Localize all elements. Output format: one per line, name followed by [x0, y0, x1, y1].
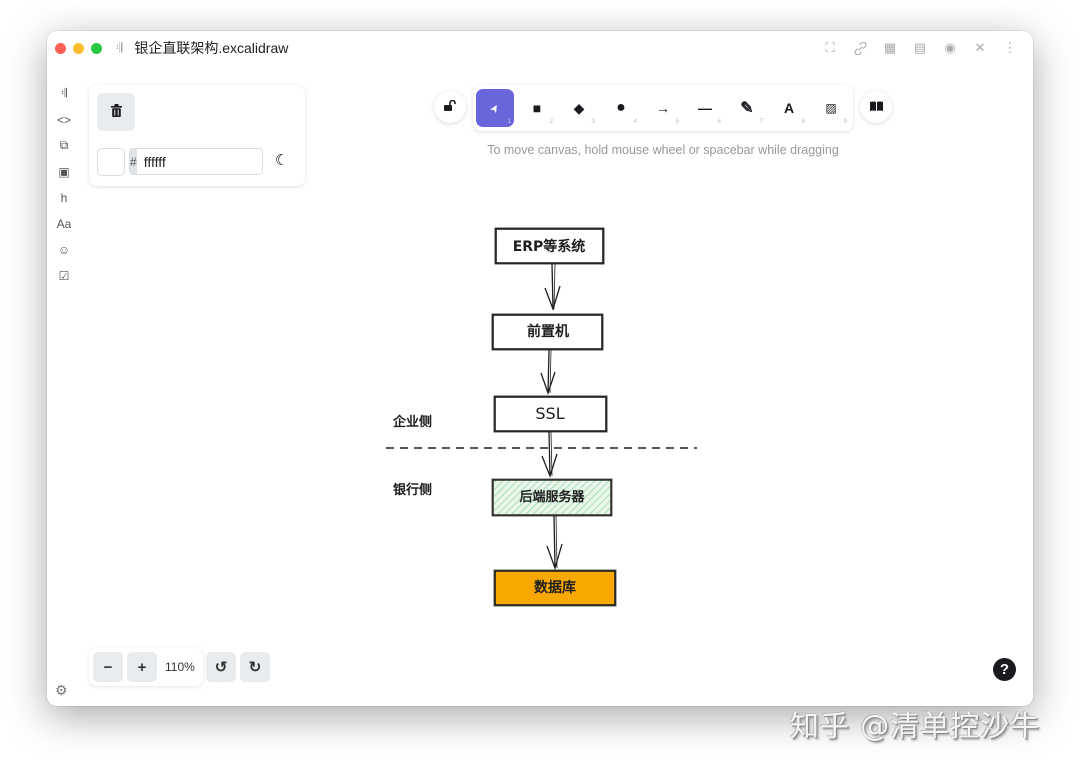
play-icon[interactable]: ◉	[944, 40, 956, 55]
save-icon[interactable]: ▤	[913, 40, 927, 55]
node-ssl-label: SSL	[535, 404, 564, 423]
zoom-out-button[interactable]: −	[93, 652, 123, 682]
book-icon	[869, 101, 883, 114]
node-backend-label: 后端服务器	[519, 489, 585, 505]
emoji-icon[interactable]: ☺	[57, 242, 71, 257]
pencil-icon: ✎	[740, 100, 754, 117]
traffic-lights	[55, 42, 102, 54]
help-button[interactable]: ?	[993, 658, 1016, 681]
node-database[interactable]: 数据库	[493, 569, 617, 607]
pencil-tool[interactable]: ✎7	[740, 100, 763, 125]
hex-prefix: #	[130, 149, 137, 174]
text-icon: A	[783, 100, 795, 116]
sidebar: 𝄇 <> ⧉ ▣ h Aa ☺ ☑	[53, 84, 75, 285]
node-frontend-label: 前置机	[527, 323, 569, 340]
title-bar: 𝄇 银企直联架构.excalidraw ⛶ ▦ ▤ ◉ ✕ ⋮	[47, 31, 1033, 65]
arrow-frontend-to-ssl[interactable]	[540, 349, 556, 396]
watermark: 知乎 @清单控沙牛	[790, 709, 1041, 743]
zoom-level[interactable]: 110%	[165, 660, 195, 674]
node-ssl[interactable]: SSL	[493, 395, 608, 433]
library-button[interactable]	[860, 91, 892, 123]
diamond-tool[interactable]: ◆3	[573, 99, 595, 126]
settings-gear-icon[interactable]: ⚙	[55, 682, 68, 698]
arrow-tool[interactable]: →5	[656, 100, 679, 125]
calendar-icon[interactable]: ☑	[58, 268, 70, 283]
fullscreen-icon[interactable]: ⛶	[825, 40, 835, 55]
line-tool[interactable]: —6	[698, 100, 721, 125]
enterprise-side-label: 企业侧	[392, 414, 432, 430]
hex-color-input[interactable]	[136, 149, 262, 174]
redo-button[interactable]: ↻	[240, 652, 270, 682]
pin-icon[interactable]: 𝄇	[61, 86, 67, 100]
zoom-controls: − + 110%	[89, 648, 203, 686]
node-erp[interactable]: ERP等系统	[494, 227, 605, 265]
unlock-icon	[444, 99, 456, 114]
arrow-ssl-to-backend[interactable]	[541, 431, 558, 478]
arrow-erp-to-frontend[interactable]	[544, 263, 561, 312]
node-backend[interactable]: 后端服务器	[491, 478, 613, 517]
image-tool[interactable]: ▨9	[825, 101, 847, 125]
more-icon[interactable]: ⋮	[1003, 40, 1017, 55]
maximize-window-button[interactable]	[91, 42, 102, 54]
bank-side-label: 银行侧	[393, 482, 432, 498]
delete-button[interactable]	[97, 93, 135, 131]
briefcase-icon[interactable]: ⧉	[59, 138, 69, 152]
font-icon[interactable]: Aa	[56, 216, 72, 231]
node-database-label: 数据库	[534, 579, 576, 596]
arrow-icon: →	[656, 100, 670, 116]
paperclip-icon: 𝄇	[116, 40, 123, 55]
lock-button[interactable]	[434, 91, 466, 123]
background-color-swatch[interactable]	[97, 148, 125, 176]
zoom-in-button[interactable]: +	[127, 652, 157, 682]
trash-icon	[110, 104, 122, 120]
close-window-button[interactable]	[55, 42, 66, 54]
diamond-icon: ◆	[573, 99, 585, 116]
apple-icon[interactable]: ▣	[58, 164, 70, 179]
selection-tool[interactable]: ➤1	[476, 89, 514, 127]
node-frontend[interactable]: 前置机	[491, 313, 604, 351]
ellipse-tool[interactable]: ●4	[616, 99, 637, 125]
presentation-icon[interactable]: ▦	[883, 40, 897, 55]
rectangle-tool[interactable]: ■2	[532, 100, 553, 125]
close-icon[interactable]: ✕	[974, 40, 986, 55]
arrow-backend-to-db[interactable]	[546, 515, 563, 571]
line-icon: —	[698, 100, 712, 116]
undo-button[interactable]: ↺	[206, 652, 236, 682]
dark-mode-toggle-icon[interactable]: ☾	[275, 152, 289, 169]
app-window: 𝄇 银企直联架构.excalidraw ⛶ ▦ ▤ ◉ ✕ ⋮ 𝄇 <> ⧉ ▣…	[47, 31, 1033, 706]
canvas-hint: To move canvas, hold mouse wheel or spac…	[487, 143, 839, 157]
link-icon[interactable]	[851, 39, 869, 57]
title-actions: ⛶ ▦ ▤ ◉ ✕ ⋮	[821, 39, 1019, 57]
ellipse-icon: ●	[616, 99, 626, 116]
minimize-window-button[interactable]	[73, 42, 84, 54]
hugo-icon[interactable]: h	[60, 190, 68, 205]
drawing-canvas[interactable]: ERP等系统 前置机 SSL 企业侧 银行侧	[47, 31, 1033, 706]
node-erp-label: ERP等系统	[513, 238, 586, 255]
window-title: 银企直联架构.excalidraw	[134, 40, 289, 56]
properties-panel: # ☾	[89, 85, 305, 186]
rectangle-icon: ■	[532, 100, 542, 116]
hex-color-field: #	[129, 148, 263, 175]
image-icon: ▨	[825, 101, 837, 115]
code-icon[interactable]: <>	[56, 112, 71, 127]
